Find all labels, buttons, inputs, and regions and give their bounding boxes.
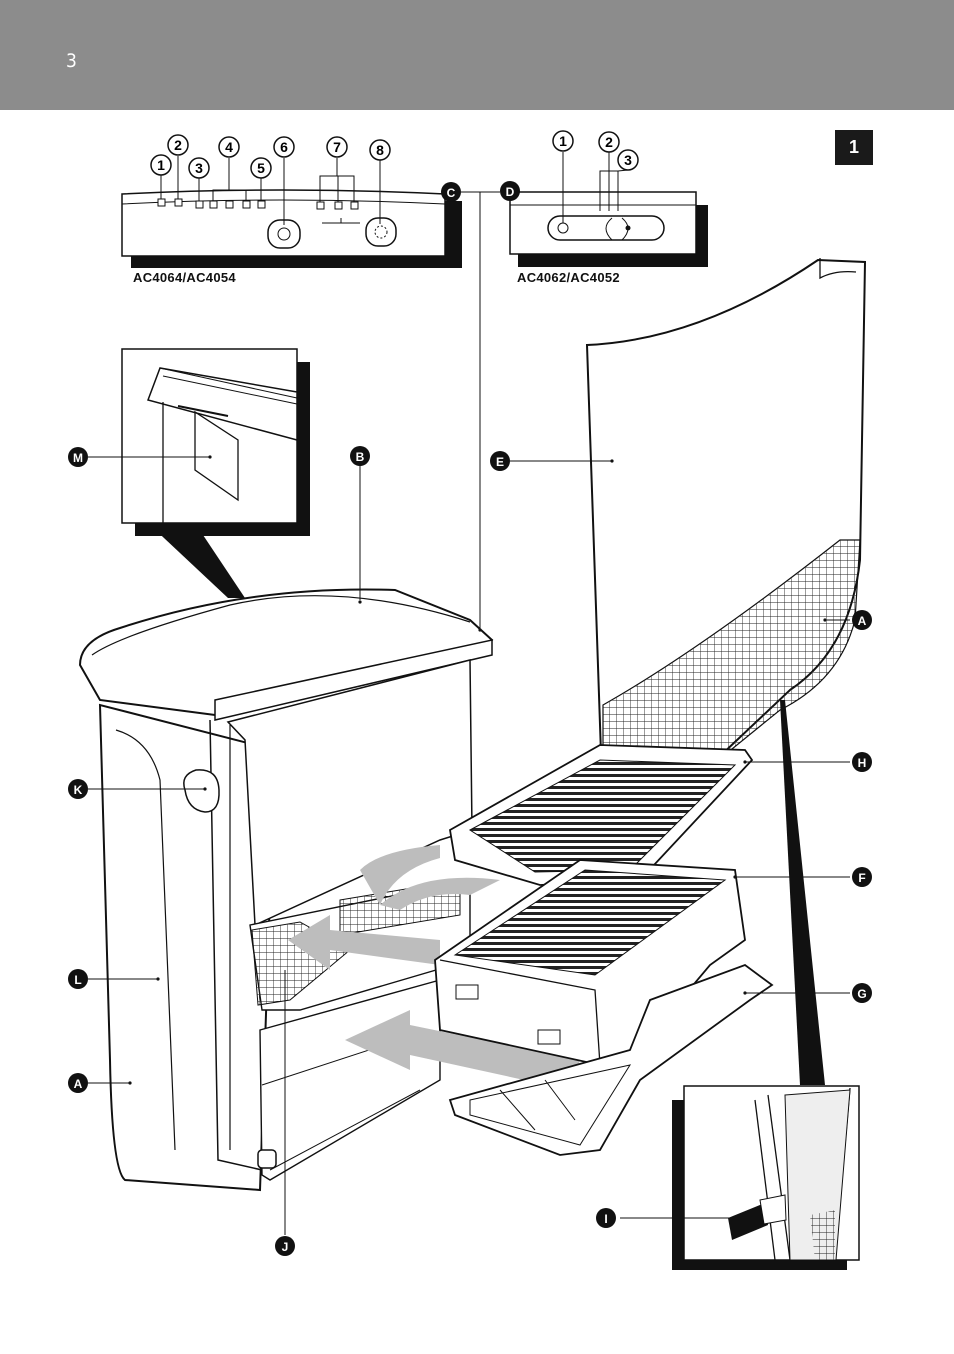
label-A-top: A (852, 610, 872, 630)
callout-r3: 3 (617, 149, 639, 171)
control-panel-ac4064 (121, 156, 462, 268)
label-M: M (68, 447, 88, 467)
part-labels: C D M B E A H K F L G A I J (68, 181, 872, 1256)
svg-text:D: D (506, 185, 515, 199)
label-L: L (68, 969, 88, 989)
svg-text:3: 3 (624, 152, 632, 168)
control-panel-ac4062 (509, 152, 708, 267)
callout-3: 3 (188, 157, 210, 179)
svg-text:1: 1 (157, 157, 165, 173)
svg-text:L: L (74, 973, 81, 987)
svg-text:F: F (858, 871, 865, 885)
svg-text:A: A (74, 1077, 83, 1091)
callout-7: 7 (326, 136, 348, 158)
svg-text:3: 3 (195, 160, 203, 176)
svg-text:5: 5 (257, 160, 265, 176)
callout-2: 2 (167, 134, 189, 156)
label-E: E (490, 451, 510, 471)
svg-text:4: 4 (225, 139, 233, 155)
label-J: J (275, 1236, 295, 1256)
callout-5: 5 (250, 157, 272, 179)
model-label-left: AC4064/AC4054 (133, 270, 236, 285)
svg-text:H: H (858, 756, 867, 770)
svg-text:E: E (496, 455, 504, 469)
svg-text:J: J (282, 1240, 289, 1254)
svg-text:2: 2 (605, 134, 613, 150)
svg-text:1: 1 (559, 133, 567, 149)
svg-text:6: 6 (280, 139, 288, 155)
model-label-right: AC4062/AC4052 (517, 270, 620, 285)
panel-left-callouts: 1 2 3 4 5 6 7 8 (150, 134, 391, 179)
svg-text:C: C (447, 186, 456, 200)
callout-8: 8 (369, 139, 391, 161)
svg-text:I: I (604, 1212, 607, 1226)
callout-r1: 1 (552, 130, 574, 152)
carbon-filter (448, 963, 774, 1156)
label-F: F (852, 867, 872, 887)
pre-filter (449, 744, 754, 886)
leader-dots (128, 455, 827, 1085)
guide-line-panel (461, 191, 500, 630)
label-G: G (852, 983, 872, 1003)
inset-detail-brush (672, 700, 860, 1270)
callout-4: 4 (218, 136, 240, 158)
leader-lines (88, 456, 850, 1235)
page-number: 3 (66, 50, 77, 72)
svg-text:B: B (356, 450, 365, 464)
panel-right-callouts: 1 2 3 (552, 130, 639, 171)
callout-6: 6 (273, 136, 295, 158)
svg-text:2: 2 (174, 137, 182, 153)
front-panel (585, 258, 867, 813)
svg-text:A: A (858, 614, 867, 628)
inset-detail-handle (121, 348, 310, 598)
label-A-bottom: A (68, 1073, 88, 1093)
label-B: B (350, 446, 370, 466)
header-band (0, 0, 954, 110)
label-D: D (500, 181, 520, 201)
svg-text:G: G (857, 987, 866, 1001)
figure-number-tab: 1 (835, 130, 873, 165)
svg-text:K: K (74, 783, 83, 797)
svg-text:7: 7 (333, 139, 341, 155)
air-purifier-body (78, 588, 580, 1192)
svg-text:8: 8 (376, 142, 384, 158)
callout-1: 1 (150, 154, 172, 176)
callout-r2: 2 (598, 131, 620, 153)
svg-text:M: M (73, 451, 83, 465)
label-H: H (852, 752, 872, 772)
label-C: C (441, 182, 461, 202)
label-K: K (68, 779, 88, 799)
label-I: I (596, 1208, 616, 1228)
